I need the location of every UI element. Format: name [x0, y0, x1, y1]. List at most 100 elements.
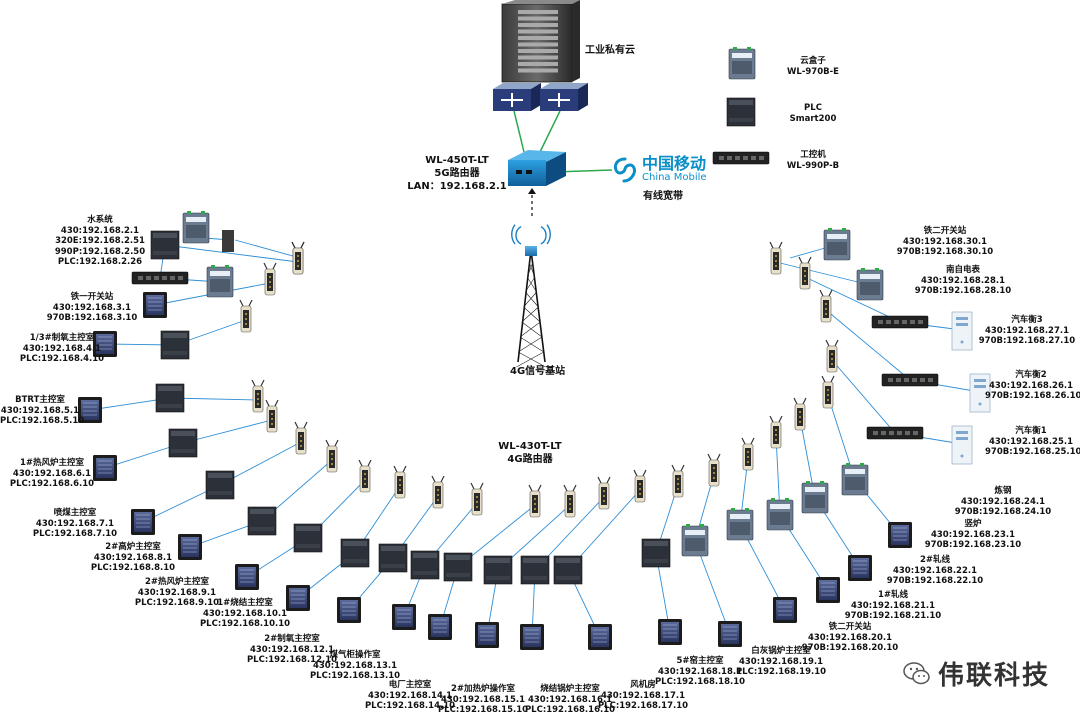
wire	[804, 276, 901, 323]
router-430-led	[831, 363, 833, 365]
plc-icon	[410, 550, 440, 580]
legend-cloudbox-label: 云盒子 WL-970B-E	[778, 56, 848, 77]
router-430-antenna	[303, 421, 308, 429]
legend-cloudbox-name: 云盒子	[800, 56, 826, 66]
hmi-icon	[78, 397, 102, 423]
cloudbox-terminal	[700, 524, 704, 527]
server-bay	[956, 431, 968, 434]
router-430-led	[713, 477, 715, 479]
router-430-led	[257, 403, 259, 405]
router-430-led	[831, 358, 833, 360]
plc-bottom	[208, 491, 232, 495]
plc-icon	[520, 555, 550, 585]
tower-brace	[526, 276, 537, 293]
tower-brace	[516, 351, 544, 368]
plc-top	[343, 541, 367, 546]
legend-cloudbox-model: WL-970B-E	[787, 66, 839, 77]
router-430-led	[245, 323, 247, 325]
ipc-990p-icon	[866, 426, 924, 440]
router-430-led	[300, 435, 302, 437]
plc-top	[413, 553, 437, 558]
server-bay	[956, 323, 968, 326]
router-430-led	[297, 260, 299, 262]
ipc-port	[888, 378, 893, 382]
router-430-icon	[798, 256, 812, 290]
router-430-led	[677, 478, 679, 480]
plc-top	[250, 509, 274, 514]
router-430-led	[331, 458, 333, 460]
hmi-icon	[286, 585, 310, 611]
router-430-led	[257, 398, 259, 400]
router-430-icon	[239, 299, 253, 333]
router-430-antenna	[393, 465, 398, 473]
router-430-led	[603, 500, 605, 502]
router-430-icon	[563, 484, 577, 518]
cloudbox-terminal	[211, 265, 215, 268]
rack-side	[572, 0, 580, 82]
cloudbox-terminal	[201, 211, 205, 214]
ipc-990p-icon	[712, 151, 770, 165]
router-430-icon	[741, 437, 755, 471]
router-430-led	[297, 255, 299, 257]
tower-brace	[518, 351, 546, 368]
ipc-port	[920, 378, 925, 382]
router-430-led	[271, 418, 273, 420]
plc-icon	[168, 428, 198, 458]
ipc-port	[138, 276, 143, 280]
router-5g-port	[516, 170, 522, 174]
tower-label: 4G信号基站	[510, 366, 566, 377]
cloudbox-face	[845, 477, 865, 490]
router-430-icon	[251, 379, 265, 413]
hmi-icon	[888, 522, 912, 548]
ipc-port	[904, 378, 909, 382]
router-430-led	[825, 313, 827, 315]
router-430-icon	[358, 459, 372, 493]
ipc-body	[712, 151, 770, 165]
cloudbox-terminal	[733, 47, 737, 50]
rack-slot	[518, 42, 558, 47]
cloudbox-terminal	[686, 524, 690, 527]
carrier-cn: 中国移动	[642, 154, 707, 173]
router-430-led	[775, 429, 777, 431]
rack-slot	[518, 62, 558, 66]
ipc-port	[896, 378, 901, 382]
ipc-port	[759, 156, 764, 160]
signal-wave	[515, 226, 522, 245]
router-5g-model: WL-450T-LT	[425, 155, 489, 166]
hmi-icon	[816, 577, 840, 603]
cloudbox-terminal	[785, 498, 789, 501]
cloudbox-label-plate	[685, 530, 705, 535]
router-430-led	[364, 473, 366, 475]
china-mobile-icon	[613, 157, 636, 182]
router-430-led	[364, 483, 366, 485]
rack-slot	[518, 49, 558, 53]
router-430-antenna	[707, 453, 712, 461]
router-430-led	[827, 399, 829, 401]
wire	[825, 309, 911, 381]
router-430-antenna	[239, 299, 244, 307]
ipc-port	[928, 378, 933, 382]
ipc-body	[881, 373, 939, 387]
router-430-led	[775, 260, 777, 262]
router-430-icon	[325, 439, 339, 473]
router-430-led	[799, 421, 801, 423]
router-430-antenna	[470, 482, 475, 490]
cloudbox-terminal	[846, 463, 850, 466]
router-430-led	[331, 463, 333, 465]
plc-bottom	[296, 544, 320, 548]
cloudbox-terminal	[747, 47, 751, 50]
router-5g-side	[546, 152, 566, 186]
router-430-led	[269, 281, 271, 283]
server-led	[960, 454, 964, 458]
router-430-led	[775, 265, 777, 267]
